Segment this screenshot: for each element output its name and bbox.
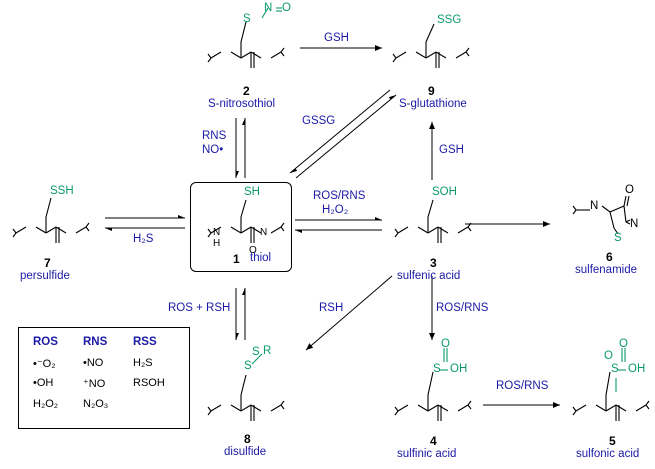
legend-rns-3: N₂O₃ <box>83 398 109 410</box>
legend-rss-1: H₂S <box>133 357 153 369</box>
reagent-ros-rns-3: ROS/RNS <box>496 380 549 392</box>
c5-s: S <box>611 363 619 375</box>
c6-o: O <box>625 184 634 196</box>
legend-header-ros: ROS <box>33 336 58 348</box>
c7-group: SSH <box>50 185 74 197</box>
c8-name: disulfide <box>224 446 267 458</box>
backbone-3 <box>394 216 472 244</box>
backbone-5 <box>572 394 650 422</box>
c5-o2: O <box>604 350 613 362</box>
legend-rns-2: ⁺NO <box>83 378 106 390</box>
backbone-4 <box>394 394 472 422</box>
c9-name: S-glutathione <box>399 98 467 110</box>
c3-group: SOH <box>432 186 457 198</box>
c2-number: 2 <box>243 84 250 98</box>
c6-n2: N <box>630 218 639 230</box>
c2-s: S <box>243 13 251 25</box>
c8-r: R <box>263 345 272 357</box>
thiol-highlight-box <box>190 182 292 272</box>
reagent-ros-rsh: ROS + RSH <box>168 302 231 314</box>
c8-s1: S <box>244 360 252 372</box>
c9-group: SSG <box>437 14 462 26</box>
legend-header-rss: RSS <box>133 336 157 348</box>
reagent-gsh-top: GSH <box>324 32 349 44</box>
c6-number: 6 <box>606 250 613 264</box>
c6-n1: N <box>590 200 599 212</box>
c5-o1: O <box>619 338 628 350</box>
c7-number: 7 <box>44 256 51 270</box>
reagent-ros-rns-2: ROS/RNS <box>436 302 489 314</box>
c3-name: sulfenic acid <box>397 270 461 282</box>
c4-s: S <box>433 363 441 375</box>
backbone-1-nh2: N <box>260 227 268 238</box>
reagent-gssg: GSSG <box>302 115 336 127</box>
c8-s2: S <box>252 346 260 358</box>
c7-name: persulfide <box>20 270 70 282</box>
c5-number: 5 <box>609 434 616 448</box>
c1-number: 1 <box>233 252 240 266</box>
reagent-h2s: H₂S <box>133 233 154 245</box>
c6-s: S <box>614 232 622 244</box>
c4-name: sulfinic acid <box>397 448 457 460</box>
c1-name: thiol <box>250 252 272 264</box>
c2-name: S-nitrosothiol <box>208 98 276 110</box>
legend-ros-3: H₂O₂ <box>33 398 59 410</box>
c3-number: 3 <box>430 256 437 270</box>
reagent-no-radical: NO• <box>202 144 224 156</box>
c2-o: O <box>282 2 291 14</box>
c5-name: sulfonic acid <box>576 448 640 460</box>
reagent-h2o2: H₂O₂ <box>322 204 349 216</box>
backbone-7 <box>12 216 90 244</box>
legend-ros-2: •OH <box>33 377 54 389</box>
legend-rss-2: RSOH <box>133 377 165 389</box>
c8-number: 8 <box>244 432 251 446</box>
c5-oh: OH <box>628 363 646 375</box>
backbone-1-o: O <box>249 245 257 256</box>
c4-o: O <box>441 338 450 350</box>
backbone-8 <box>207 394 285 422</box>
backbone-2 <box>207 41 285 69</box>
reagent-rns-1: RNS <box>202 130 227 142</box>
c4-number: 4 <box>430 434 437 448</box>
legend-rns-1: •NO <box>83 357 104 369</box>
c9-number: 9 <box>428 84 435 98</box>
legend-ros-1: •⁻O₂ <box>33 358 56 370</box>
c6-name: sulfenamide <box>575 264 638 276</box>
legend-box <box>18 327 190 429</box>
reagent-gsh-right: GSH <box>439 144 464 156</box>
c4-oh: OH <box>450 363 468 375</box>
reagent-rsh: RSH <box>319 302 344 314</box>
c2-n: N <box>264 2 273 14</box>
legend-header-rns: RNS <box>83 336 108 348</box>
backbone-9 <box>392 41 470 69</box>
reagent-ros-rns-1: ROS/RNS <box>313 190 366 202</box>
c1-group: SH <box>244 186 260 198</box>
